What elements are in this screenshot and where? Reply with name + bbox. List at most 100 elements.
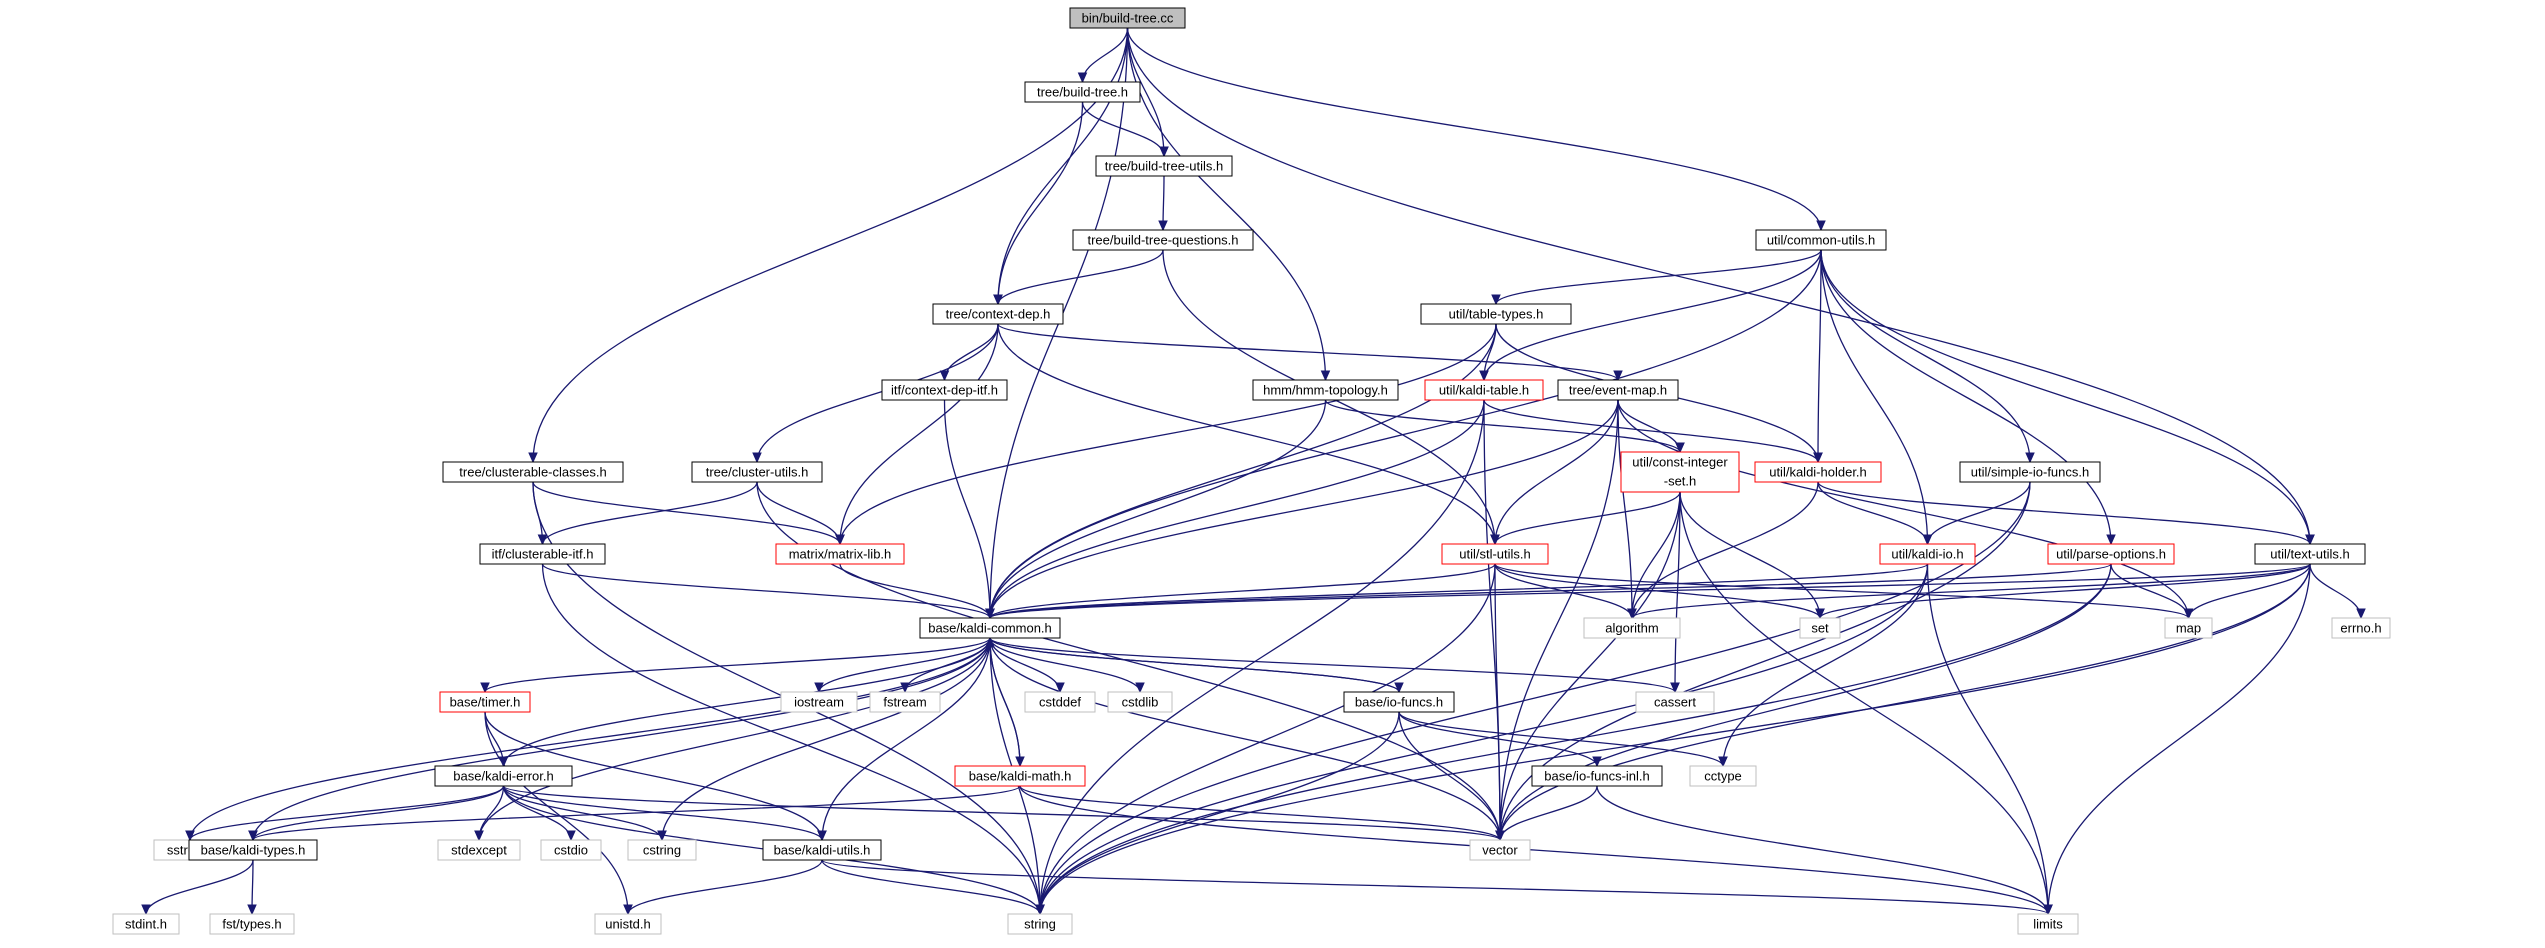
edge-arrowhead — [1495, 830, 1505, 842]
node-box — [1799, 617, 1841, 639]
node-label: map — [2176, 621, 2201, 636]
node-util-stl-utils-h[interactable]: util/stl-utils.h — [1441, 543, 1549, 565]
node-fstream: fstream — [869, 691, 941, 713]
edge-line — [1483, 399, 1819, 463]
edge-tu-to-alg — [1627, 563, 2311, 620]
edge-km-to-kc — [985, 636, 1021, 767]
node-itf-clusterable-itf-h[interactable]: itf/clusterable-itf.h — [479, 543, 606, 565]
node-util-parse-options-h[interactable]: util/parse-options.h — [2047, 543, 2175, 565]
edge-arrowhead — [1491, 294, 1501, 306]
edge-arrowhead — [1613, 370, 1623, 382]
edge-iofi-to-limits — [1596, 785, 2053, 916]
edge-line — [1926, 563, 2049, 915]
edge-cd-to-ml — [835, 323, 999, 546]
edge-em-to-kc — [985, 399, 1619, 620]
edge-line — [997, 27, 1129, 305]
node-tree-event-map-h[interactable]: tree/event-map.h — [1557, 379, 1679, 401]
edge-line — [1039, 399, 1485, 915]
edge-kt-to-kh — [1483, 399, 1823, 464]
node-tree-build-tree-questions-h[interactable]: tree/build-tree-questions.h — [1072, 229, 1254, 251]
node-matrix-matrix-lib-h[interactable]: matrix/matrix-lib.h — [775, 543, 905, 565]
node-box — [434, 765, 573, 787]
node-label: itf/clusterable-itf.h — [492, 547, 594, 562]
edge-kc-to-cassert — [989, 637, 1680, 694]
edge-line — [1617, 399, 2190, 619]
edge-line — [541, 563, 1041, 915]
edge-arrowhead — [480, 682, 490, 694]
node-base-io-funcs-inl-h[interactable]: base/io-funcs-inl.h — [1531, 765, 1663, 787]
edge-line — [1820, 249, 2031, 463]
node-tree-cluster-utils-h[interactable]: tree/cluster-utils.h — [691, 461, 823, 483]
node-tree-context-dep-h[interactable]: tree/context-dep.h — [932, 303, 1064, 325]
edge-kio-to-kc — [985, 563, 1929, 620]
edge-ke-to-cstdio — [502, 785, 576, 842]
edge-line — [989, 637, 1141, 693]
node-label: algorithm — [1605, 621, 1658, 636]
edge-km-to-limits — [1019, 785, 2053, 916]
edge-su-to-kc — [985, 563, 1496, 620]
node-util-kaldi-table-h[interactable]: util/kaldi-table.h — [1424, 379, 1544, 401]
edge-hmm-to-cis — [1324, 399, 1685, 454]
edge-iof-to-iofi — [1398, 711, 1602, 768]
node-base-io-funcs-h[interactable]: base/io-funcs.h — [1343, 691, 1455, 713]
node-label: tree/build-tree-questions.h — [1087, 233, 1238, 248]
edge-arrowhead — [1718, 756, 1728, 768]
node-box — [1424, 379, 1544, 401]
node-itf-context-dep-itf-h[interactable]: itf/context-dep-itf.h — [881, 379, 1008, 401]
edge-arrowhead — [2356, 608, 2366, 620]
node-box — [439, 691, 531, 713]
edge-hmm-to-kc — [985, 399, 1327, 620]
edge-line — [1039, 563, 2112, 915]
edge-line — [1631, 481, 1819, 619]
node-base-kaldi-common-h[interactable]: base/kaldi-common.h — [919, 617, 1061, 639]
node-box — [1024, 81, 1141, 103]
node-base-kaldi-types-h[interactable]: base/kaldi-types.h — [188, 839, 318, 861]
edge-line — [839, 323, 1497, 545]
node-label: util/parse-options.h — [2056, 547, 2166, 562]
node-hmm-hmm-topology-h[interactable]: hmm/hmm-topology.h — [1252, 379, 1399, 401]
node-tree-build-tree-h[interactable]: tree/build-tree.h — [1024, 81, 1141, 103]
edge-line — [1679, 491, 2049, 915]
node-box — [691, 461, 823, 483]
node-util-kaldi-holder-h[interactable]: util/kaldi-holder.h — [1754, 461, 1882, 483]
node-util-simple-io-funcs-h[interactable]: util/simple-io-funcs.h — [1959, 461, 2101, 483]
edge-line — [2309, 563, 2362, 619]
edge-ke-to-stdexcept — [474, 785, 505, 842]
node-util-common-utils-h[interactable]: util/common-utils.h — [1755, 229, 1887, 251]
node-util-text-utils-h[interactable]: util/text-utils.h — [2254, 543, 2366, 565]
edge-bt-to-cd — [993, 101, 1084, 306]
edge-cd-to-em — [997, 323, 1623, 382]
edge-kty-to-fsttypes — [247, 859, 257, 916]
node-tree-clusterable-classes-h[interactable]: tree/clusterable-classes.h — [442, 461, 624, 483]
node-box — [540, 839, 602, 861]
node-util-kaldi-io-h[interactable]: util/kaldi-io.h — [1879, 543, 1976, 565]
node-base-kaldi-math-h[interactable]: base/kaldi-math.h — [954, 765, 1086, 787]
node-box — [442, 461, 624, 483]
edge-line — [839, 323, 999, 545]
node-label: cassert — [1654, 695, 1696, 710]
node-util-const-integer-set-h[interactable]: util/const-integer-set.h — [1620, 451, 1740, 493]
edge-root-to-cc — [528, 27, 1129, 464]
node-cstdio: cstdio — [540, 839, 602, 861]
edge-cd-to-su — [997, 323, 1500, 546]
node-label: cctype — [1704, 769, 1742, 784]
graph-nodes: bin/build-tree.cc tree/build-tree.h tree/b… — [112, 7, 2391, 935]
node-base-timer-h[interactable]: base/timer.h — [439, 691, 531, 713]
node-base-kaldi-utils-h[interactable]: base/kaldi-utils.h — [762, 839, 882, 861]
edge-arrowhead — [1077, 72, 1088, 84]
node-box — [2331, 617, 2391, 639]
edge-em-to-cis — [1617, 399, 1685, 454]
node-label: fstream — [883, 695, 926, 710]
node-base-kaldi-error-h[interactable]: base/kaldi-error.h — [434, 765, 573, 787]
edge-tu-to-errno — [2309, 563, 2366, 620]
node-set: set — [1799, 617, 1841, 639]
node-label: string — [1024, 917, 1056, 932]
node-vector: vector — [1469, 839, 1531, 861]
node-box — [780, 691, 858, 713]
node-tree-build-tree-utils-h[interactable]: tree/build-tree-utils.h — [1095, 155, 1233, 177]
node-util-table-types-h[interactable]: util/table-types.h — [1420, 303, 1572, 325]
edge-kc-to-sstream — [185, 637, 991, 842]
node-bin-build-tree-cc[interactable]: bin/build-tree.cc — [1069, 7, 1186, 29]
node-box — [209, 913, 295, 935]
edge-arrowhead — [1675, 442, 1685, 454]
